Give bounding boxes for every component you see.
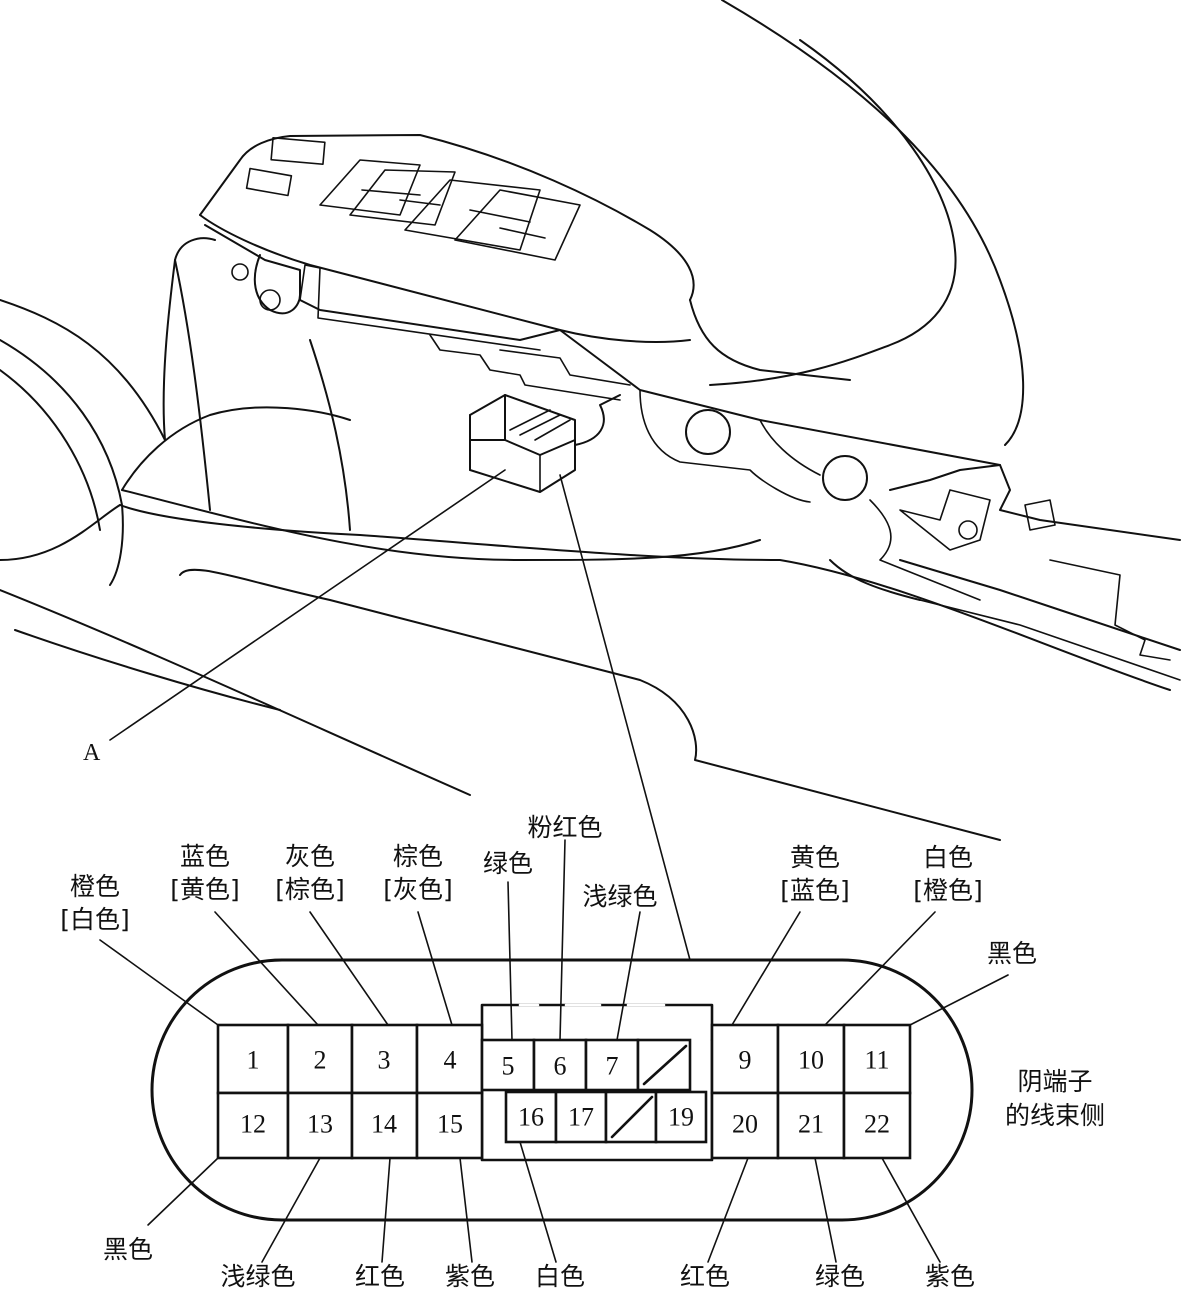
pin-number-10: 10 <box>798 1046 824 1075</box>
pin-15-color: 紫色 <box>445 1262 495 1291</box>
pin-9-color: 黄色 <box>790 843 840 872</box>
pin-6-color: 粉红色 <box>527 813 602 842</box>
pin-11-color: 黑色 <box>987 939 1037 968</box>
pin-number-1: 1 <box>247 1046 260 1075</box>
pin-22-color: 紫色 <box>925 1262 975 1291</box>
harness-side-label-line1: 阴端子 <box>1017 1067 1092 1096</box>
pin-22-cavity <box>842 1091 912 1160</box>
pin-3-color-alt: [棕色] <box>275 875 345 904</box>
pin-12-color: 黑色 <box>103 1235 153 1264</box>
pin-7-cavity <box>584 1038 640 1092</box>
pin-number-3: 3 <box>378 1046 391 1075</box>
pin-number-21: 21 <box>798 1110 824 1139</box>
pin-number-13: 13 <box>307 1110 333 1139</box>
pin-21-cavity <box>776 1091 846 1160</box>
pin-number-14: 14 <box>371 1110 397 1139</box>
pin-5-cavity <box>480 1038 536 1092</box>
pin-number-11: 11 <box>864 1046 889 1075</box>
harness-side-label: 阴端子 的线束侧 <box>1005 1067 1105 1130</box>
pin-number-5: 5 <box>502 1052 515 1081</box>
pin-2-color: 蓝色 <box>180 842 230 871</box>
harness-side-label-line2: 的线束侧 <box>1005 1101 1105 1130</box>
pin-20-cavity <box>710 1091 780 1160</box>
pin-10-color: 白色 <box>923 843 973 872</box>
pin-4-color: 棕色 <box>393 842 443 871</box>
pin-1-color-alt: [白色] <box>60 905 130 934</box>
connector-face: 1 2 3 4 5 6 7 9 10 11 12 13 14 15 16 17 … <box>150 958 974 1222</box>
pin-number-12: 12 <box>240 1110 266 1139</box>
pin-number-22: 22 <box>864 1110 890 1139</box>
pin-number-15: 15 <box>437 1110 463 1139</box>
leader-lines <box>99 839 1009 1263</box>
pin-4-color-alt: [灰色] <box>383 875 453 904</box>
pin-2-cavity <box>286 1023 354 1095</box>
pin-15-cavity <box>415 1091 484 1160</box>
pin-10-color-alt: [橙色] <box>913 876 983 905</box>
pin-21-color: 绿色 <box>815 1262 865 1291</box>
pin-number-20: 20 <box>732 1110 758 1139</box>
pin-3-color: 灰色 <box>285 842 335 871</box>
pin-number-16: 16 <box>518 1103 544 1132</box>
pin-number-6: 6 <box>554 1052 567 1081</box>
pin-number-4: 4 <box>444 1046 457 1075</box>
pin-13-cavity <box>286 1091 354 1160</box>
callout-a-label: A <box>83 740 101 766</box>
pin-7-color: 浅绿色 <box>582 882 657 911</box>
pin-3-cavity <box>350 1023 419 1095</box>
pin-13-color: 浅绿色 <box>220 1262 295 1291</box>
pin-2-color-alt: [黄色] <box>170 875 240 904</box>
pin-11-cavity <box>842 1023 912 1095</box>
pin-6-cavity <box>532 1038 588 1092</box>
pin-5-color: 绿色 <box>483 849 533 878</box>
wire-color-labels: 橙色 [白色] 蓝色 [黄色] 灰色 [棕色] 棕色 [灰色] 绿色 粉红色 浅… <box>60 813 1037 1291</box>
pin-20-color: 红色 <box>680 1262 730 1291</box>
pin-14-color: 红色 <box>355 1262 405 1291</box>
pin-19-cavity <box>654 1090 708 1144</box>
pin-number-9: 9 <box>739 1046 752 1075</box>
pin-1-color: 橙色 <box>70 872 120 901</box>
pin-number-7: 7 <box>606 1052 619 1081</box>
pin-number-2: 2 <box>314 1046 327 1075</box>
pin-9-color-alt: [蓝色] <box>780 876 850 905</box>
door-panel-drawing <box>0 0 1181 961</box>
pin-14-cavity <box>350 1091 419 1160</box>
pin-12-cavity <box>216 1091 290 1160</box>
pin-number-17: 17 <box>568 1103 594 1132</box>
pin-16-color: 白色 <box>535 1262 585 1291</box>
pin-number-19: 19 <box>668 1103 694 1132</box>
